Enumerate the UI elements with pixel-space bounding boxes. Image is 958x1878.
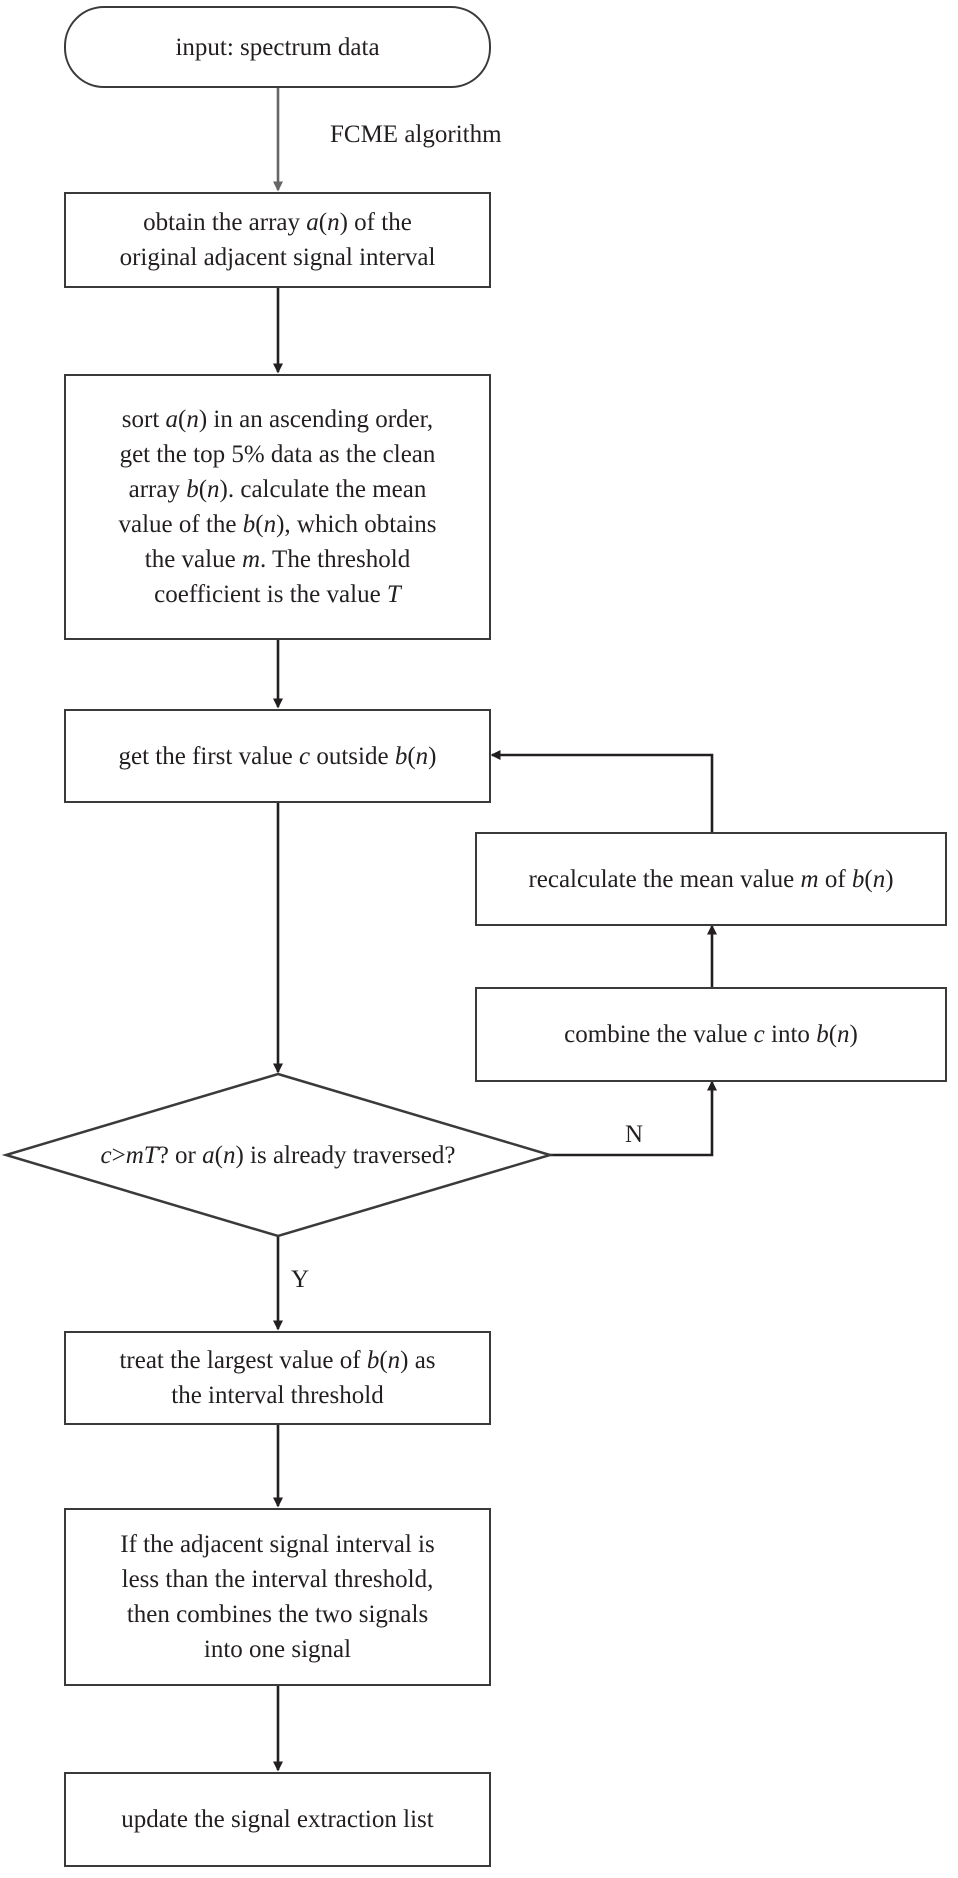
- sort-array-box: sort a(n) in an ascending order,get the …: [64, 374, 491, 640]
- arrow-decision-no-to-combine: [550, 1080, 717, 1157]
- combine-value-text: combine the value c into b(n): [564, 1021, 858, 1048]
- no-branch-label: N: [625, 1121, 644, 1148]
- get-first-value-text: get the first value c outside b(n): [118, 742, 437, 770]
- decision-diamond: [1, 1072, 555, 1238]
- yes-branch-label: Y: [291, 1266, 310, 1293]
- get-first-value-box: get the first value c outside b(n): [64, 709, 491, 803]
- fcme-algorithm-label: FCME algorithm: [330, 121, 502, 148]
- update-list-box: update the signal extraction list: [64, 1772, 491, 1867]
- arrow-recalc-to-getfirst: [490, 750, 714, 832]
- decision-text: c>mT? or a(n) is already traversed?: [100, 1142, 456, 1169]
- sort-array-text: sort a(n) in an ascending order,get the …: [118, 406, 437, 608]
- recalculate-mean-box: recalculate the mean value m of b(n): [475, 832, 947, 926]
- update-list-text: update the signal extraction list: [121, 1806, 434, 1833]
- start-terminal: input: spectrum data: [64, 6, 491, 88]
- start-terminal-text: input: spectrum data: [175, 33, 380, 61]
- combine-value-box: combine the value c into b(n): [475, 987, 947, 1082]
- recalculate-mean-text: recalculate the mean value m of b(n): [528, 865, 894, 893]
